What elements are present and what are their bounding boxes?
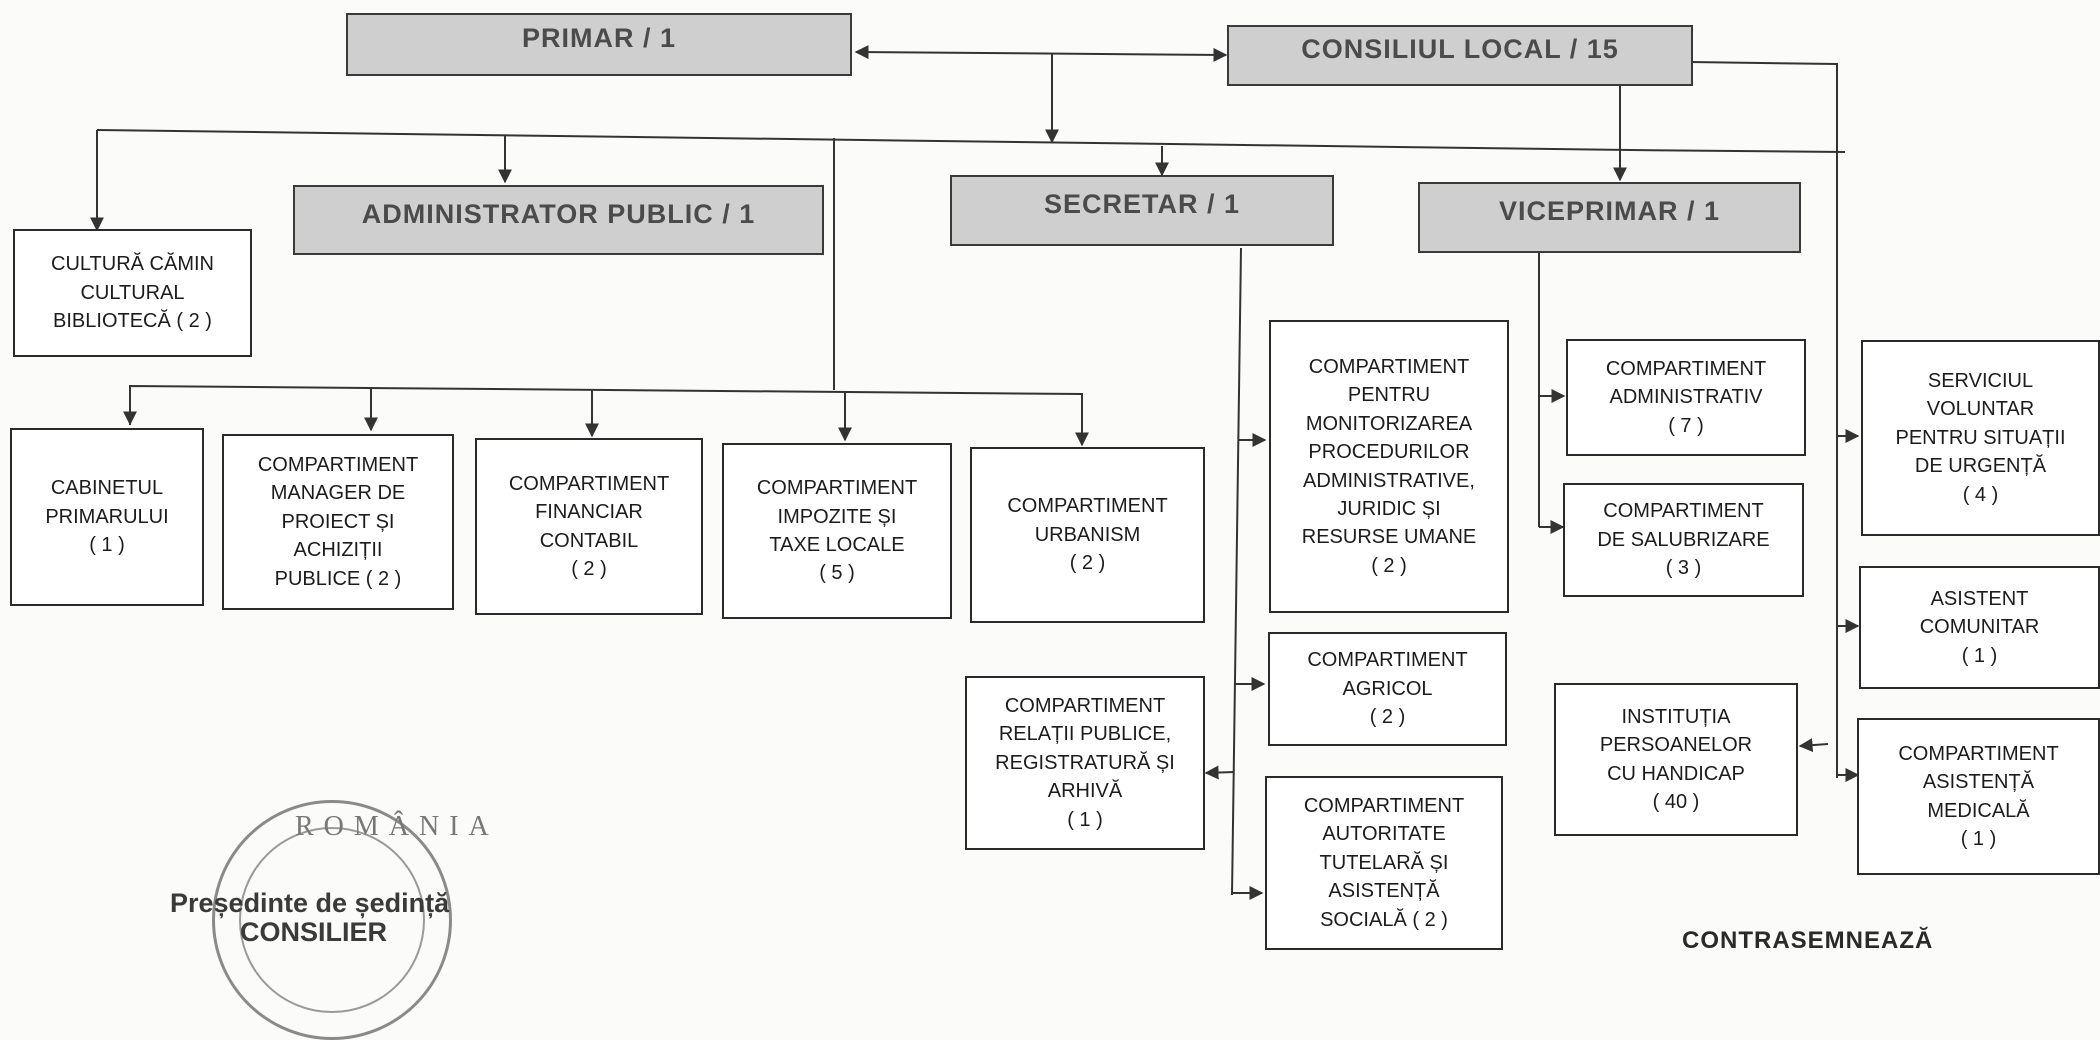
unit-administrativ: COMPARTIMENT ADMINISTRATIV ( 7 ) <box>1566 339 1806 456</box>
administrator-public-header-label: ADMINISTRATOR PUBLIC / 1 <box>361 198 756 229</box>
unit-cultura-camin-cultural: CULTURĂ CĂMIN CULTURAL BIBLIOTECĂ ( 2 ) <box>13 229 252 357</box>
secretar-header-label: SECRETAR / 1 <box>1043 189 1241 219</box>
unit-comunitar-label: ASISTENT COMUNITAR ( 1 ) <box>1919 587 2040 667</box>
unit-serviciul-voluntar: SERVICIUL VOLUNTAR PENTRU SITUAȚII DE UR… <box>1861 340 2100 536</box>
unit-manager-label: COMPARTIMENT MANAGER DE PROIECT ȘI ACHIZ… <box>257 454 419 590</box>
unit-agricol: COMPARTIMENT AGRICOL ( 2 ) <box>1268 632 1507 746</box>
secretar-header: SECRETAR / 1 <box>950 175 1334 246</box>
consiliu-local-header-label: CONSILIUL LOCAL / 15 <box>1301 34 1619 64</box>
unit-salubrizare: COMPARTIMENT DE SALUBRIZARE ( 3 ) <box>1563 483 1804 597</box>
unit-institutia-persoanelor-handicap: INSTITUȚIA PERSOANELOR CU HANDICAP ( 40 … <box>1554 683 1798 836</box>
viceprimar-header: VICEPRIMAR / 1 <box>1418 182 1801 253</box>
unit-agricol-label: COMPARTIMENT AGRICOL ( 2 ) <box>1307 649 1468 729</box>
connector-lines <box>90 45 1860 900</box>
unit-impozite-taxe-locale: COMPARTIMENT IMPOZITE ȘI TAXE LOCALE ( 5… <box>722 443 952 619</box>
unit-manager-proiect: COMPARTIMENT MANAGER DE PROIECT ȘI ACHIZ… <box>222 434 454 610</box>
viceprimar-header-label: VICEPRIMAR / 1 <box>1498 196 1721 226</box>
unit-financiar-label: COMPARTIMENT FINANCIAR CONTABIL ( 2 ) <box>508 472 670 580</box>
unit-monitorizare-proceduri: COMPARTIMENT PENTRU MONITORIZAREA PROCED… <box>1269 320 1509 613</box>
unit-administrativ-label: COMPARTIMENT ADMINISTRATIV ( 7 ) <box>1605 357 1767 437</box>
unit-handicap-label: INSTITUȚIA PERSOANELOR CU HANDICAP ( 40 … <box>1599 705 1753 813</box>
unit-relatii-label: COMPARTIMENT RELAȚII PUBLICE, REGISTRATU… <box>995 695 1175 831</box>
consiliu-local-header: CONSILIUL LOCAL / 15 <box>1227 25 1693 86</box>
unit-cabinet-label: CABINETUL PRIMARULUI ( 1 ) <box>45 477 169 557</box>
unit-urbanism: COMPARTIMENT URBANISM ( 2 ) <box>970 447 1205 623</box>
unit-monitorizare-label: COMPARTIMENT PENTRU MONITORIZAREA PROCED… <box>1301 355 1477 577</box>
official-stamp: ROMÂNIA <box>212 800 489 1040</box>
unit-voluntar-label: SERVICIUL VOLUNTAR PENTRU SITUAȚII DE UR… <box>1895 370 2066 506</box>
administrator-public-header: ADMINISTRATOR PUBLIC / 1 <box>293 185 824 255</box>
unit-cultura-label: CULTURĂ CĂMIN CULTURAL BIBLIOTECĂ ( 2 ) <box>51 253 214 333</box>
signature-title: Președinte de ședință <box>170 888 450 918</box>
unit-relatii-publice: COMPARTIMENT RELAȚII PUBLICE, REGISTRATU… <box>965 676 1205 850</box>
unit-tutelara-label: COMPARTIMENT AUTORITATE TUTELARĂ ȘI ASIS… <box>1303 795 1465 931</box>
unit-autoritate-tutelara: COMPARTIMENT AUTORITATE TUTELARĂ ȘI ASIS… <box>1265 776 1503 950</box>
unit-financiar-contabil: COMPARTIMENT FINANCIAR CONTABIL ( 2 ) <box>475 438 703 615</box>
primar-header: PRIMAR / 1 <box>346 13 852 76</box>
unit-cabinetul-primarului: CABINETUL PRIMARULUI ( 1 ) <box>10 428 204 606</box>
unit-medicala-label: COMPARTIMENT ASISTENȚĂ MEDICALĂ ( 1 ) <box>1898 742 2059 850</box>
unit-asistent-comunitar: ASISTENT COMUNITAR ( 1 ) <box>1859 566 2100 689</box>
countersign-label: CONTRASEMNEAZĂ <box>1682 927 1934 954</box>
unit-salubrizare-label: COMPARTIMENT DE SALUBRIZARE ( 3 ) <box>1597 500 1770 580</box>
unit-urbanism-label: COMPARTIMENT URBANISM ( 2 ) <box>1007 495 1168 575</box>
unit-asistenta-medicala: COMPARTIMENT ASISTENȚĂ MEDICALĂ ( 1 ) <box>1857 718 2100 875</box>
stamp-text: ROMÂNIA <box>295 811 499 842</box>
primar-header-label: PRIMAR / 1 <box>521 23 677 53</box>
signature-subtitle: CONSILIER <box>240 917 388 947</box>
unit-impozite-label: COMPARTIMENT IMPOZITE ȘI TAXE LOCALE ( 5… <box>756 477 918 585</box>
